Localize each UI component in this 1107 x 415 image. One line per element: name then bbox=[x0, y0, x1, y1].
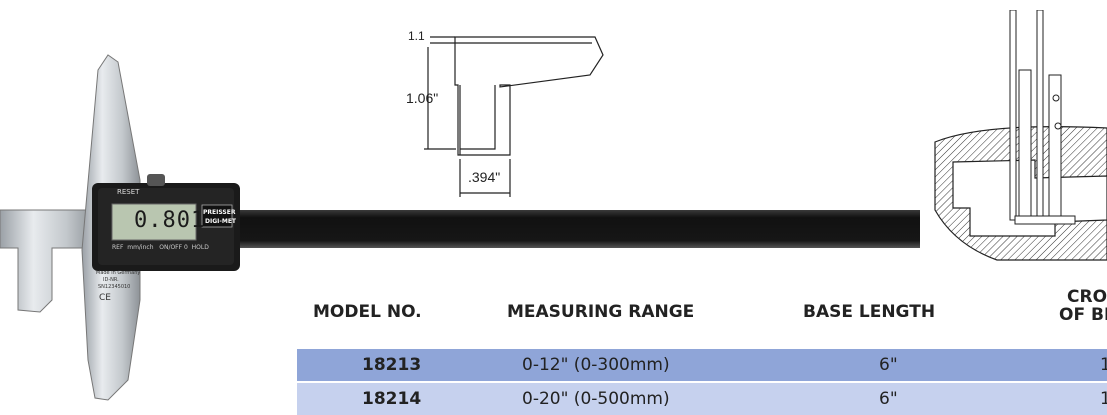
table-row: 18214 0-20" (0-500mm) 6" 1 bbox=[297, 383, 1107, 415]
ce-mark: CE bbox=[99, 293, 111, 303]
table-row: 18213 0-12" (0-300mm) 6" 1 bbox=[297, 349, 1107, 381]
header-base-length: BASE LENGTH bbox=[803, 302, 936, 322]
header-measuring-range: MEASURING RANGE bbox=[507, 302, 695, 322]
cell-range: 0-20" (0-500mm) bbox=[522, 389, 670, 409]
dim-label-height: 1.06" bbox=[406, 90, 439, 106]
cell-model: 18213 bbox=[362, 355, 422, 375]
lcd-reading: 0.801 bbox=[134, 208, 206, 233]
cell-base-length: 6" bbox=[879, 389, 898, 409]
header-model-no: MODEL NO. bbox=[313, 302, 422, 322]
cell-cross-section: 1 bbox=[1100, 389, 1107, 409]
lcd-display bbox=[111, 203, 197, 241]
reset-label: RESET bbox=[117, 188, 140, 196]
depth-gauge-illustration bbox=[0, 54, 920, 401]
cell-base-length: 6" bbox=[879, 355, 898, 375]
engraving-id: ID-NR. bbox=[103, 277, 119, 283]
gauge-button-labels: REF mm/inch ON/OFF 0 HOLD bbox=[112, 244, 209, 251]
cell-range: 0-12" (0-300mm) bbox=[522, 355, 670, 375]
dimension-drawing: 1.1 1.06" .394" bbox=[400, 25, 610, 205]
dim-label-width: .394" bbox=[468, 169, 501, 185]
header-cross-section-line2: OF BE bbox=[1059, 305, 1107, 325]
engraving-serial: SN12345010 bbox=[98, 284, 131, 290]
brand-model: DIGI-MET bbox=[205, 218, 237, 225]
brand-name: PREISSER bbox=[203, 209, 236, 216]
depth-gauge-image: RESET 0.801 PREISSER DIGI-MET REF mm/inc… bbox=[0, 54, 920, 401]
hook-profile-drawing bbox=[424, 36, 604, 197]
cell-cross-section: 1 bbox=[1100, 355, 1107, 375]
groove-cross-section bbox=[934, 9, 1107, 261]
engraving-made-in: Made in Germany bbox=[96, 270, 141, 276]
header-cross-section-line1: CROSS bbox=[1067, 287, 1107, 307]
dim-label-top: 1.1 bbox=[408, 29, 425, 43]
cross-section-drawing bbox=[925, 9, 1107, 272]
cell-model: 18214 bbox=[362, 389, 422, 409]
